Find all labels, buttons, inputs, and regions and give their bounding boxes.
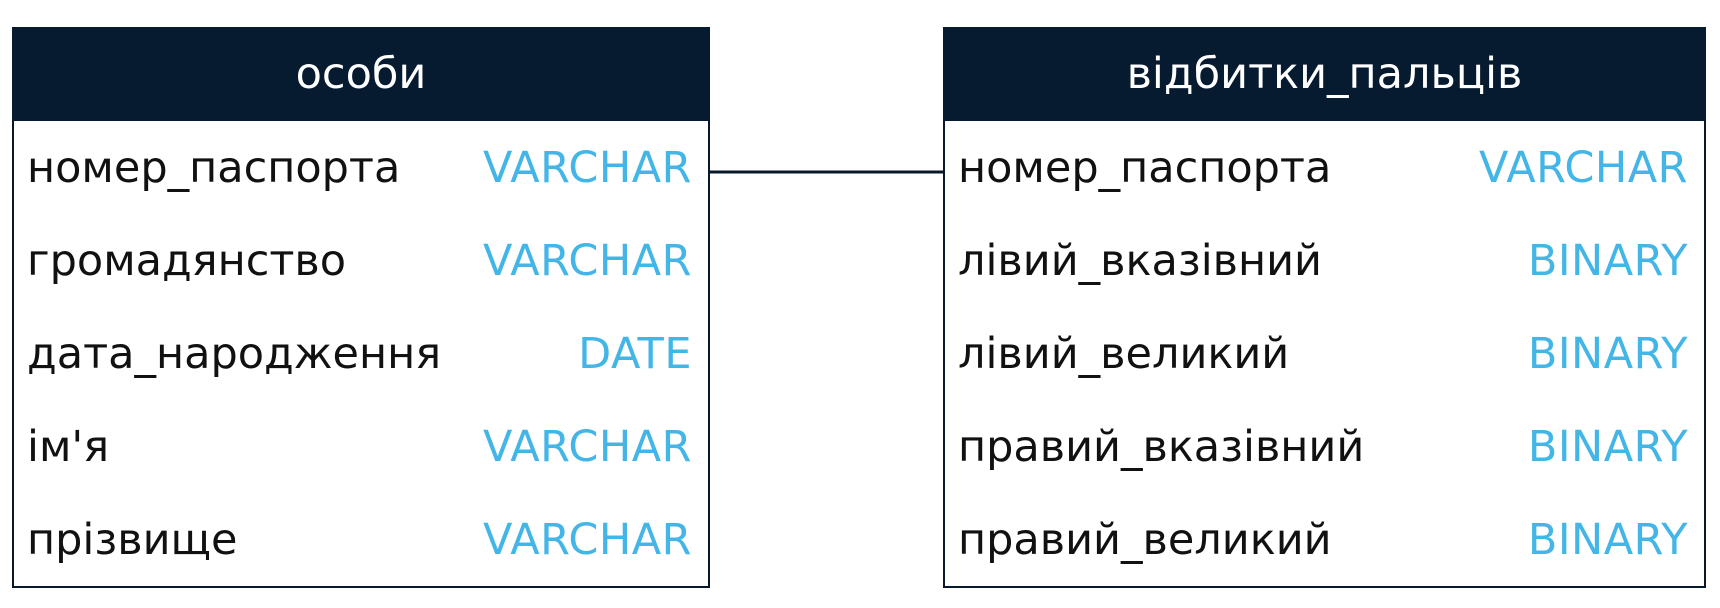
- column-type: BINARY: [1527, 328, 1688, 379]
- column-name: лівий_великий: [958, 328, 1290, 379]
- table-row[interactable]: лівий_вказівний BINARY: [945, 214, 1704, 307]
- column-type: BINARY: [1527, 514, 1688, 565]
- table-title: особи: [12, 27, 710, 121]
- column-type: VARCHAR: [483, 514, 692, 565]
- column-name: лівий_вказівний: [958, 235, 1322, 286]
- column-name: ім'я: [27, 421, 110, 472]
- column-type: VARCHAR: [483, 421, 692, 472]
- table-row[interactable]: номер_паспорта VARCHAR: [14, 121, 708, 214]
- table-osoby[interactable]: особи номер_паспорта VARCHAR громадянств…: [12, 27, 710, 588]
- table-row[interactable]: ім'я VARCHAR: [14, 400, 708, 493]
- column-type: BINARY: [1527, 235, 1688, 286]
- table-row[interactable]: правий_великий BINARY: [945, 493, 1704, 586]
- column-type: VARCHAR: [1479, 142, 1688, 193]
- column-type: VARCHAR: [483, 142, 692, 193]
- table-title: відбитки_пальців: [943, 27, 1706, 121]
- column-name: правий_великий: [958, 514, 1332, 565]
- column-name: номер_паспорта: [958, 142, 1332, 193]
- column-name: правий_вказівний: [958, 421, 1365, 472]
- column-name: номер_паспорта: [27, 142, 401, 193]
- table-row[interactable]: прізвище VARCHAR: [14, 493, 708, 586]
- column-name: прізвище: [27, 514, 238, 565]
- table-row[interactable]: лівий_великий BINARY: [945, 307, 1704, 400]
- table-row[interactable]: громадянство VARCHAR: [14, 214, 708, 307]
- table-row[interactable]: номер_паспорта VARCHAR: [945, 121, 1704, 214]
- table-vidbytky-paltsiv[interactable]: відбитки_пальців номер_паспорта VARCHAR …: [943, 27, 1706, 588]
- column-name: дата_народження: [27, 328, 442, 379]
- column-type: BINARY: [1527, 421, 1688, 472]
- column-type: VARCHAR: [483, 235, 692, 286]
- table-row[interactable]: правий_вказівний BINARY: [945, 400, 1704, 493]
- column-name: громадянство: [27, 235, 347, 286]
- table-row[interactable]: дата_народження DATE: [14, 307, 708, 400]
- column-type: DATE: [578, 328, 692, 379]
